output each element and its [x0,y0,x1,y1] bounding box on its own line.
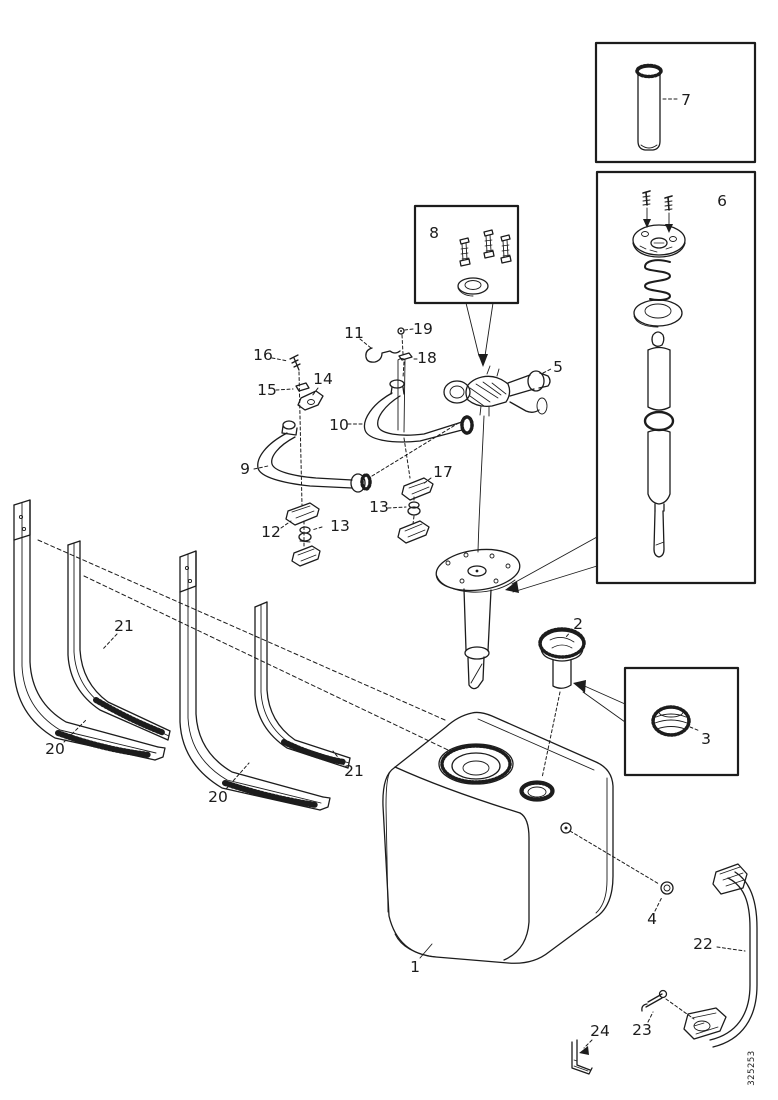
sender-opening [438,743,514,785]
callout-part-9: 9 [240,460,250,478]
pipes-and-clamps: 10 9 11 19 18 16 15 [240,320,474,567]
callout-part-11: 11 [344,324,364,342]
callout-part-13a: 13 [330,517,350,535]
valve-cone [651,331,665,347]
strap-hook-bolt: 23 [632,989,695,1039]
callout-part-1: 1 [410,958,420,976]
tank-strap-inner-2 [254,601,351,769]
lower-bracket-left [291,545,321,567]
mounting-bracket-outer-2 [179,550,331,811]
callout-part-10: 10 [329,416,349,434]
clamp-bracket [297,390,324,411]
lower-clamp-right [397,520,430,544]
pickup-pipe [635,63,663,151]
inset-box-pickup-pipe: 7 [594,41,757,164]
drain-boss [560,822,572,834]
pipe-clamp [365,347,401,363]
grommet-right [407,501,421,516]
fuel-tap-valve: 5 [443,358,563,553]
callout-part-24: 24 [590,1022,610,1040]
callout-part-14: 14 [313,370,333,388]
retaining-strap: 22 [683,863,758,1048]
strap-end-top [712,863,748,895]
fuel-tank: 1 [382,711,614,976]
grommet-left [298,526,312,543]
blanking-cap [651,705,691,737]
callout-part-7: 7 [681,91,691,109]
screw [289,354,301,371]
mounting-bracket-outer-1 [13,499,166,761]
filler-opening [519,780,555,802]
tap-flange-plate [632,224,686,258]
filler-cap: 2 [538,615,586,779]
drain-plug [660,881,674,895]
callout-part-15: 15 [257,381,277,399]
callout-part-5: 5 [553,358,563,376]
inset-box-screws: 8 [413,204,520,367]
seal-ring [457,277,489,297]
callout-part-21a: 21 [114,617,134,635]
callout-part-16: 16 [253,346,273,364]
support-bracket-left [285,502,320,526]
callout-part-22: 22 [693,935,713,953]
strap-end-bottom [683,1007,727,1040]
inset-box-blanking-cap: 3 [623,666,740,777]
callout-part-20b: 20 [208,788,228,806]
callout-part-23: 23 [632,1021,652,1039]
callout-part-21b: 21 [344,762,364,780]
callout-part-8: 8 [429,224,439,242]
washer [398,352,413,361]
support-bracket-right [401,477,434,501]
fuel-gauge-sender-unit [435,548,521,690]
callout-part-17: 17 [433,463,453,481]
figure-number: 325253 [747,1050,757,1085]
bolt [459,237,471,267]
tap-body-tube [643,346,675,558]
callout-part-13b: 13 [369,498,389,516]
gasket-ring [633,299,683,328]
end-bracket: 24 [571,1022,610,1075]
vent-pipe [363,379,474,443]
bolt-head [397,327,405,335]
callout-part-3: 3 [701,730,711,748]
callout-part-6: 6 [717,192,727,210]
screw [642,190,651,228]
callout-part-4: 4 [647,910,657,928]
callout-part-2: 2 [573,615,583,633]
inset-box-tap-internals: 6 [595,170,757,585]
callout-part-19: 19 [413,320,433,338]
overflow-pipe [257,420,372,493]
nut [295,382,310,392]
callout-part-18: 18 [417,349,437,367]
tank-strap-inner-1 [67,540,171,741]
callout-part-20a: 20 [45,740,65,758]
callout-part-12: 12 [261,523,281,541]
spring [644,259,671,301]
